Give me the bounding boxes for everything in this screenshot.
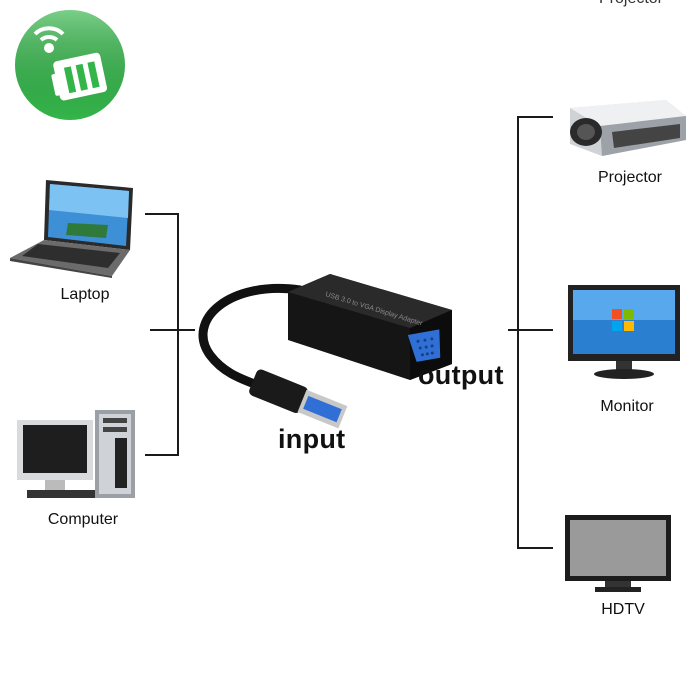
computer-image <box>17 410 135 498</box>
projector-image <box>570 100 686 156</box>
computer-label: Computer <box>47 511 119 528</box>
hdtv-label: HDTV <box>601 601 645 618</box>
adapter-device: USB 3.0 to VGA Display Adapter <box>198 274 452 429</box>
laptop-label: Laptop <box>60 286 110 303</box>
projector-label: Projector <box>597 169 663 186</box>
brand-logo <box>15 10 125 120</box>
monitor-image <box>568 285 680 379</box>
input-label: input <box>278 424 346 454</box>
output-label: output <box>418 360 504 390</box>
cut-off-label: Projector <box>596 0 666 8</box>
hdtv-image <box>565 515 671 592</box>
laptop-image <box>10 180 133 278</box>
monitor-label: Monitor <box>600 398 654 415</box>
